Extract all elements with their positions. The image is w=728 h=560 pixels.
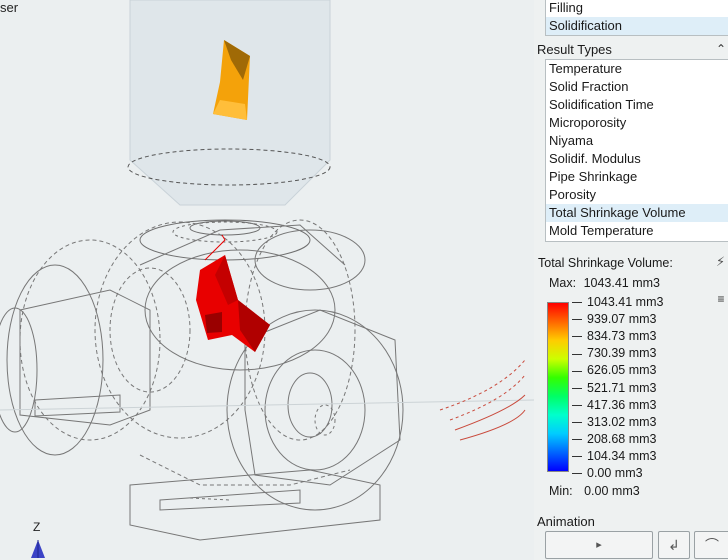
legend-tick: 104.34 mm3 xyxy=(572,449,656,463)
axis-z-label: Z xyxy=(33,520,41,534)
result-types-list[interactable]: Temperature Solid Fraction Solidificatio… xyxy=(545,59,728,242)
process-item-solidification[interactable]: Solidification xyxy=(546,17,728,35)
legend-tick: 834.73 mm3 xyxy=(572,329,656,343)
process-item-filling[interactable]: Filling xyxy=(549,0,583,15)
ladle-defect xyxy=(213,40,250,120)
result-type-microporosity[interactable]: Microporosity xyxy=(549,115,627,130)
legend-colorbar xyxy=(547,302,569,472)
legend-min: Min: 0.00 mm3 xyxy=(549,484,640,498)
animation-title: Animation xyxy=(537,514,595,529)
bolt-icon[interactable]: ⚡︎ xyxy=(716,254,726,269)
viewport-corner-label: ser xyxy=(0,0,19,15)
3d-viewport[interactable]: ser Z xyxy=(0,0,534,560)
shrinkage-defect xyxy=(196,234,270,352)
legend-max-label: Max: xyxy=(549,276,577,290)
menu-icon[interactable]: ≡ xyxy=(717,292,725,306)
legend-max-value: 1043.41 mm3 xyxy=(583,276,661,290)
legend-min-value: 0.00 mm3 xyxy=(584,484,640,498)
result-type-porosity[interactable]: Porosity xyxy=(549,187,596,202)
legend-min-label: Min: xyxy=(549,484,573,498)
process-list[interactable]: Filling Solidification xyxy=(545,0,728,36)
legend-tick: 730.39 mm3 xyxy=(572,346,656,360)
legend-tick: 313.02 mm3 xyxy=(572,415,656,429)
legend-tick: 521.71 mm3 xyxy=(572,381,656,395)
result-types-title: Result Types xyxy=(537,42,612,57)
result-type-solid-fraction[interactable]: Solid Fraction xyxy=(549,79,629,94)
result-type-solidif-modulus[interactable]: Solidif. Modulus xyxy=(549,151,641,166)
legend-title: Total Shrinkage Volume: xyxy=(538,256,673,270)
legend-tick: 208.68 mm3 xyxy=(572,432,656,446)
play-button[interactable]: ▸ xyxy=(545,531,653,559)
result-type-niyama[interactable]: Niyama xyxy=(549,133,594,148)
legend-tick: 417.36 mm3 xyxy=(572,398,656,412)
curve-icon: ⌒ xyxy=(705,537,719,553)
result-type-pipe-shrinkage[interactable]: Pipe Shrinkage xyxy=(549,169,638,184)
casting-model xyxy=(0,0,534,558)
legend-tick: 0.00 mm3 xyxy=(572,466,643,480)
legend-tick: 626.05 mm3 xyxy=(572,363,656,377)
results-panel: Filling Solidification Result Types ⌃ Te… xyxy=(534,0,728,560)
casting-wireframe xyxy=(0,219,534,541)
result-type-total-shrinkage-volume[interactable]: Total Shrinkage Volume xyxy=(546,204,728,222)
result-type-mold-temperature[interactable]: Mold Temperature xyxy=(549,223,654,238)
legend-tick: 939.07 mm3 xyxy=(572,312,656,326)
chevron-up-double-icon[interactable]: ⌃ xyxy=(716,42,727,56)
result-type-solidification-time[interactable]: Solidification Time xyxy=(549,97,654,112)
step-button[interactable]: ↲ xyxy=(658,531,690,559)
result-type-temperature[interactable]: Temperature xyxy=(549,61,622,76)
cooling-lines xyxy=(439,359,526,441)
play-icon: ▸ xyxy=(596,539,602,551)
legend-max: Max: 1043.41 mm3 xyxy=(549,276,660,290)
step-icon: ↲ xyxy=(668,537,680,553)
axis-triad xyxy=(31,540,45,558)
curve-button[interactable]: ⌒ xyxy=(694,531,728,559)
legend-tick: 1043.41 mm3 xyxy=(572,295,663,309)
